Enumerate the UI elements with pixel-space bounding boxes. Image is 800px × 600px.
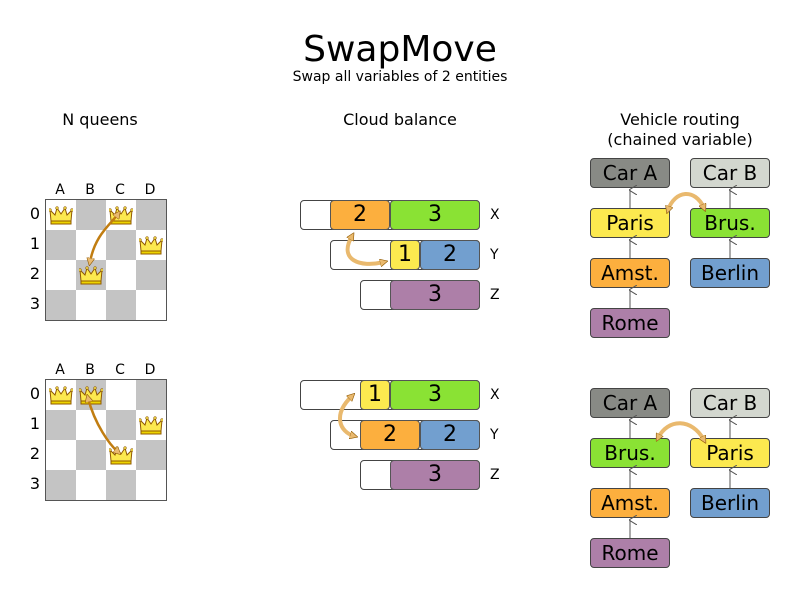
column-label: A [55, 182, 65, 198]
board-cell [76, 290, 106, 320]
board-cell [46, 290, 76, 320]
column-label: C [115, 362, 125, 378]
row-label: 3 [29, 294, 41, 313]
board-cell [46, 410, 76, 440]
board-cell [106, 200, 136, 230]
board-cell [76, 410, 106, 440]
board-cell [76, 470, 106, 500]
row-label: 3 [29, 474, 41, 493]
row-label: 1 [29, 414, 41, 433]
queen-icon [109, 446, 133, 465]
process-bar: 1 [360, 380, 390, 410]
process-bar: 2 [360, 420, 420, 450]
computer-label: Z [490, 467, 500, 483]
board-cell [106, 470, 136, 500]
customer-node: Brus. [590, 438, 670, 468]
process-bar: 3 [390, 460, 480, 490]
board-cell [46, 440, 76, 470]
board-cell [46, 260, 76, 290]
process-bar: 3 [390, 200, 480, 230]
queen-icon [139, 236, 163, 255]
board-cell [136, 410, 166, 440]
process-bar: 2 [330, 200, 390, 230]
chess-board [45, 199, 167, 321]
n-queens-heading: N queens [62, 110, 138, 129]
vehicle-car-a: Car A [590, 158, 670, 188]
row-label: 1 [29, 234, 41, 253]
queen-icon [49, 386, 73, 405]
row-label: 2 [29, 444, 41, 463]
board-cell [106, 380, 136, 410]
board-cell [76, 260, 106, 290]
customer-node: Paris [590, 208, 670, 238]
vehicle-car-b: Car B [690, 388, 770, 418]
board-cell [136, 200, 166, 230]
vehicle-car-a: Car A [590, 388, 670, 418]
column-label: A [55, 362, 65, 378]
board-cell [76, 380, 106, 410]
queen-icon [139, 416, 163, 435]
row-label: 2 [29, 264, 41, 283]
computer-label: X [490, 207, 500, 223]
customer-node: Amst. [590, 488, 670, 518]
column-label: B [85, 182, 95, 198]
board-cell [46, 470, 76, 500]
process-bar: 3 [390, 380, 480, 410]
queen-icon [79, 386, 103, 405]
computer-label: Y [490, 427, 499, 443]
board-cell [106, 230, 136, 260]
board-cell [46, 380, 76, 410]
chess-board [45, 379, 167, 501]
customer-node: Amst. [590, 258, 670, 288]
column-label: D [144, 362, 156, 378]
process-bar: 2 [420, 240, 480, 270]
board-cell [136, 470, 166, 500]
vehicle-car-b: Car B [690, 158, 770, 188]
column-label: C [115, 182, 125, 198]
queen-icon [79, 266, 103, 285]
diagram-title: SwapMove [303, 29, 497, 70]
board-cell [76, 230, 106, 260]
row-label: 0 [29, 384, 41, 403]
queen-icon [109, 206, 133, 225]
column-label: D [144, 182, 156, 198]
board-cell [106, 440, 136, 470]
customer-node: Brus. [690, 208, 770, 238]
board-cell [46, 230, 76, 260]
board-cell [136, 380, 166, 410]
process-bar: 1 [390, 240, 420, 270]
board-cell [136, 230, 166, 260]
vehicle-routing-heading: Vehicle routing [620, 110, 740, 129]
queen-icon [49, 206, 73, 225]
row-label: 0 [29, 204, 41, 223]
board-cell [136, 290, 166, 320]
board-cell [106, 290, 136, 320]
cloud-balance-heading: Cloud balance [343, 110, 457, 129]
board-cell [46, 200, 76, 230]
column-label: B [85, 362, 95, 378]
process-bar: 3 [390, 280, 480, 310]
customer-node: Berlin [690, 258, 770, 288]
computer-label: Y [490, 247, 499, 263]
board-cell [106, 410, 136, 440]
board-cell [136, 440, 166, 470]
customer-node: Paris [690, 438, 770, 468]
customer-node: Berlin [690, 488, 770, 518]
process-bar: 2 [420, 420, 480, 450]
board-cell [76, 200, 106, 230]
computer-label: Z [490, 287, 500, 303]
board-cell [76, 440, 106, 470]
diagram-subtitle: Swap all variables of 2 entities [292, 69, 508, 85]
board-cell [136, 260, 166, 290]
customer-node: Rome [590, 538, 670, 568]
board-cell [106, 260, 136, 290]
customer-node: Rome [590, 308, 670, 338]
vehicle-routing-subheading: (chained variable) [607, 130, 753, 149]
computer-label: X [490, 387, 500, 403]
